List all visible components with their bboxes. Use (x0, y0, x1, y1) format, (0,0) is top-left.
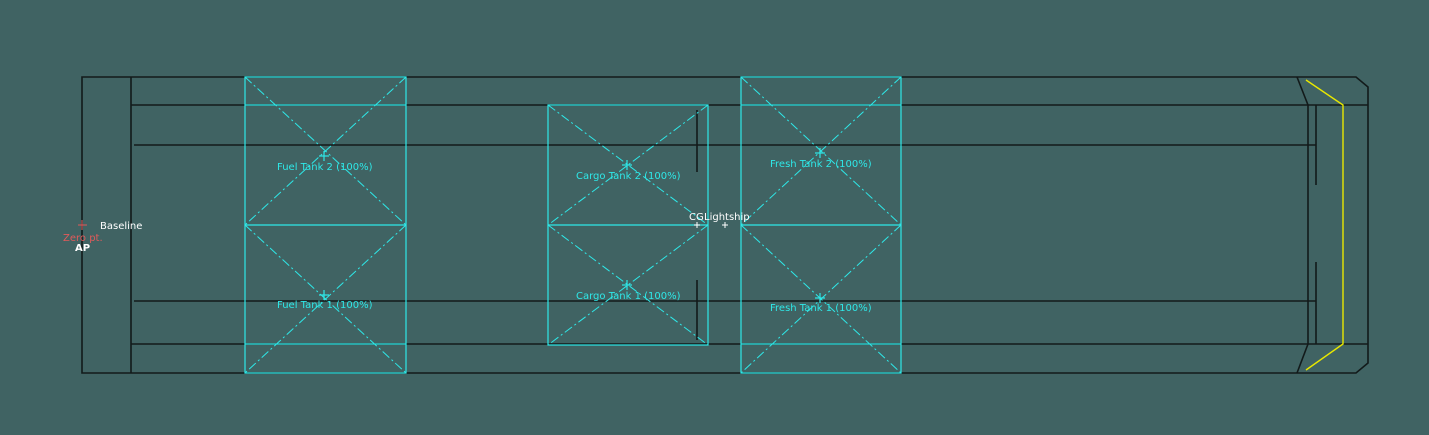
tank-label-fresh-tank-2: Fresh Tank 2 (100%) (770, 159, 872, 170)
tank-label-fuel-tank-1: Fuel Tank 1 (100%) (277, 300, 373, 311)
tank-label-fresh-tank-1: Fresh Tank 1 (100%) (770, 303, 872, 314)
tank-label-fuel-tank-2: Fuel Tank 2 (100%) (277, 162, 373, 173)
lightship-label: Lightship (704, 212, 750, 223)
zero-point-marker (78, 220, 87, 230)
cg-label: CG (689, 212, 704, 223)
cg-markers (694, 222, 728, 228)
tank-label-cargo-tank-2: Cargo Tank 2 (100%) (576, 171, 681, 182)
tank-centroid-markers (319, 148, 825, 303)
fuel-tank-group[interactable] (244, 76, 407, 374)
tank-label-cargo-tank-1: Cargo Tank 1 (100%) (576, 291, 681, 302)
baseline-label: Baseline (100, 221, 142, 232)
bow-outline (1305, 79, 1344, 371)
ap-label: AP (75, 243, 90, 254)
cargo-tank-group[interactable] (547, 104, 709, 346)
zero-point-label: Zero pt. (63, 233, 103, 244)
fresh-tank-group[interactable] (740, 76, 902, 374)
